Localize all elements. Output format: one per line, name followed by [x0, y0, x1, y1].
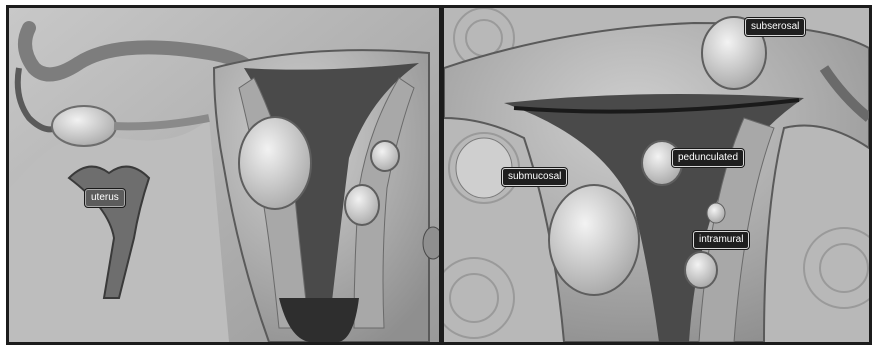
fibroid-small-upper — [371, 141, 399, 171]
left-panel-illustration — [9, 8, 439, 342]
fibroid-intramural-small — [707, 203, 725, 223]
label-subserosal: subserosal — [745, 18, 805, 36]
label-intramural: intramural — [693, 231, 749, 249]
fibroid-edge — [423, 227, 439, 259]
right-panel-fibroid-types: subserosal pedunculated submucosal intra… — [441, 5, 872, 345]
label-pedunculated: pedunculated — [672, 149, 744, 167]
fibroid-submucosal — [549, 185, 639, 295]
fibroid-intramural — [685, 252, 717, 288]
fibroid-small-lower — [345, 185, 379, 225]
fibroid-large — [239, 117, 311, 209]
left-panel-uterus-overview: uterus — [6, 5, 442, 345]
label-submucosal: submucosal — [502, 168, 567, 186]
ovary — [52, 106, 116, 146]
label-uterus: uterus — [85, 189, 125, 207]
